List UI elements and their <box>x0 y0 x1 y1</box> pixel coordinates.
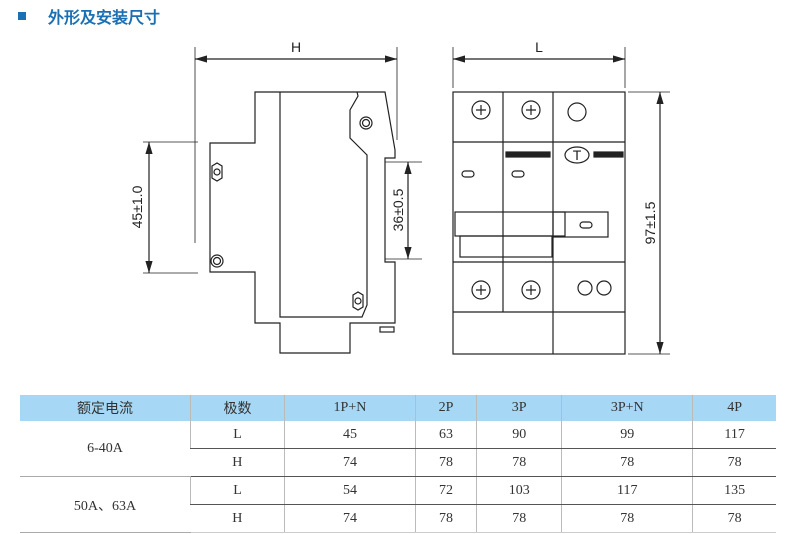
header-3p: 3P <box>476 395 562 421</box>
table-row: 6-40A L 45 63 90 99 117 <box>20 421 776 477</box>
screw-icon <box>210 254 224 268</box>
front-body-outline <box>452 91 626 355</box>
side-view: H 45±1.0 36±0.5 <box>129 39 422 354</box>
handle-bar[interactable] <box>454 211 566 237</box>
header-4p: 4P <box>692 395 776 421</box>
value-cell: 78 <box>414 448 477 477</box>
header-1pn: 1P+N <box>284 395 416 421</box>
header-2p: 2P <box>414 395 477 421</box>
value-cell: 78 <box>476 448 562 477</box>
table-row: 50A、63A L 54 72 103 117 135 <box>20 476 776 533</box>
current-cell: 6-40A <box>20 421 191 477</box>
header-poles: 极数 <box>190 395 285 421</box>
table-header-row: 额定电流 极数 1P+N 2P 3P 3P+N 4P <box>20 395 776 421</box>
value-cell: 103 <box>476 476 562 505</box>
value-cell: 45 <box>284 421 416 449</box>
header-3pn: 3P+N <box>561 395 693 421</box>
dimension-drawing: H 45±1.0 36±0.5 L <box>129 39 670 355</box>
bullet-square-icon <box>18 12 26 20</box>
value-cell: 78 <box>414 504 477 533</box>
36-label: 36±0.5 <box>390 188 406 231</box>
value-cell: 117 <box>561 476 693 505</box>
value-cell: 78 <box>692 448 776 477</box>
value-cell: 78 <box>561 504 693 533</box>
value-cell: 135 <box>692 476 776 505</box>
table-row: H 74 78 78 78 78 <box>20 448 776 477</box>
terminal-screws <box>471 100 612 300</box>
section-heading: 外形及安装尺寸 <box>18 4 160 28</box>
value-cell: 78 <box>692 504 776 533</box>
value-cell: 63 <box>414 421 477 449</box>
value-cell: 99 <box>561 421 693 449</box>
test-button-icon[interactable] <box>564 146 590 164</box>
value-cell: 72 <box>414 476 477 505</box>
front-view: L T 97±1.5 <box>452 39 670 355</box>
value-cell: 117 <box>692 421 776 449</box>
breaker-body-outline <box>209 91 396 354</box>
value-cell: 78 <box>561 448 693 477</box>
value-cell: 74 <box>284 504 416 533</box>
45-label: 45±1.0 <box>129 185 145 228</box>
header-rated-current: 额定电流 <box>20 395 191 421</box>
heading-text: 外形及安装尺寸 <box>48 8 161 27</box>
current-cell: 50A、63A <box>20 476 191 533</box>
value-cell: 74 <box>284 448 416 477</box>
dim-cell: H <box>190 448 285 477</box>
hex-nut-icon <box>211 162 223 182</box>
dim-cell: L <box>190 476 285 505</box>
dim-cell: H <box>190 504 285 533</box>
value-cell: 78 <box>476 504 562 533</box>
value-cell: 54 <box>284 476 416 505</box>
dimension-table: 额定电流 极数 1P+N 2P 3P 3P+N 4P 6-40A L 45 63… <box>20 395 776 533</box>
l-label: L <box>535 39 543 55</box>
table-row: H 74 78 78 78 78 <box>20 504 776 533</box>
value-cell: 90 <box>476 421 562 449</box>
test-button-label: T <box>573 147 582 163</box>
dim-cell: L <box>190 421 285 449</box>
97-label: 97±1.5 <box>642 201 658 244</box>
h-label: H <box>291 39 301 55</box>
